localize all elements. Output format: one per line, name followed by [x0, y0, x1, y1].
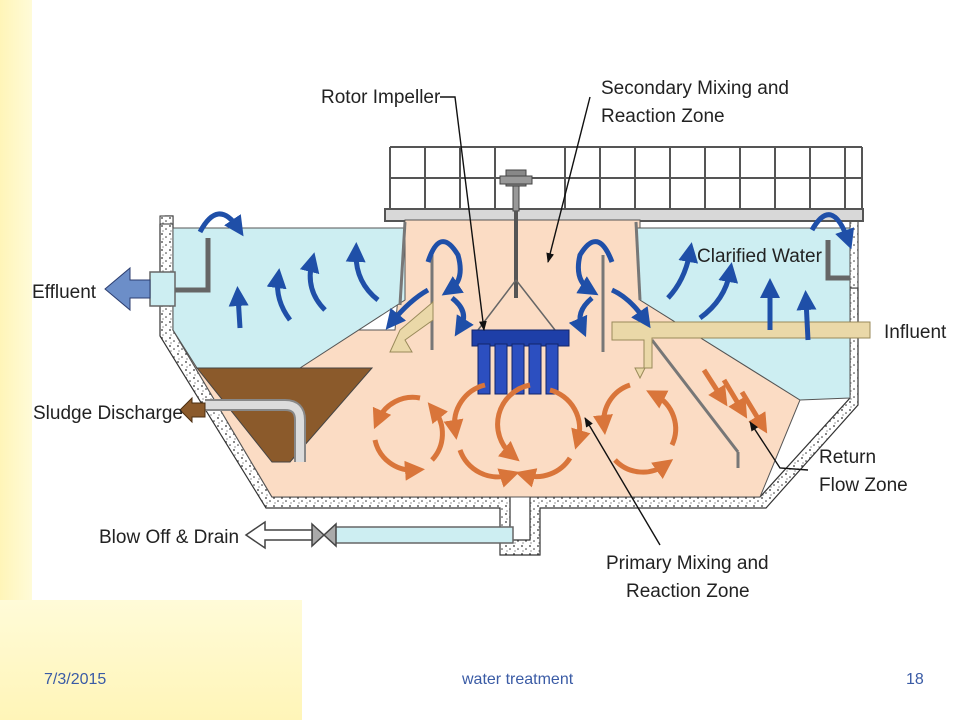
leader-lines [440, 96, 809, 546]
label-return-flow-2: Flow Zone [819, 475, 908, 496]
clarified-flow-arrows [197, 211, 855, 341]
label-rotor-impeller: Rotor Impeller [321, 87, 441, 108]
blow-off-pipe [334, 526, 514, 544]
background-block-bottom [0, 600, 302, 720]
label-secondary-zone-1: Secondary Mixing and [601, 78, 789, 99]
effluent-arrow [104, 266, 151, 312]
rotor-impeller-assembly [471, 169, 570, 395]
sludge-discharge-arrow [179, 396, 206, 424]
label-clarified-water: Clarified Water [697, 246, 823, 267]
label-sludge-discharge: Sludge Discharge [33, 403, 183, 424]
label-effluent: Effluent [32, 282, 97, 303]
sludge-zone [195, 367, 374, 463]
effluent-trough-right [825, 240, 850, 281]
footer-date: 7/3/2015 [44, 671, 107, 688]
influent-distribution [389, 300, 434, 353]
label-primary-zone-1: Primary Mixing and [606, 553, 769, 574]
walkway-railing [384, 146, 864, 222]
footer-title: water treatment [462, 671, 574, 688]
label-influent: Influent [884, 322, 947, 343]
label-secondary-zone-2: Reaction Zone [601, 106, 725, 127]
label-return-flow-1: Return [819, 447, 876, 468]
effluent-trough [175, 238, 211, 293]
effluent-pipe [149, 271, 176, 307]
mixing-flow-arrows [372, 368, 768, 488]
footer-page-number: 18 [906, 671, 924, 688]
label-primary-zone-2: Reaction Zone [626, 581, 750, 602]
label-blow-off-drain: Blow Off & Drain [99, 527, 239, 548]
valve-icon [311, 522, 337, 548]
blow-off-arrow [244, 520, 313, 550]
